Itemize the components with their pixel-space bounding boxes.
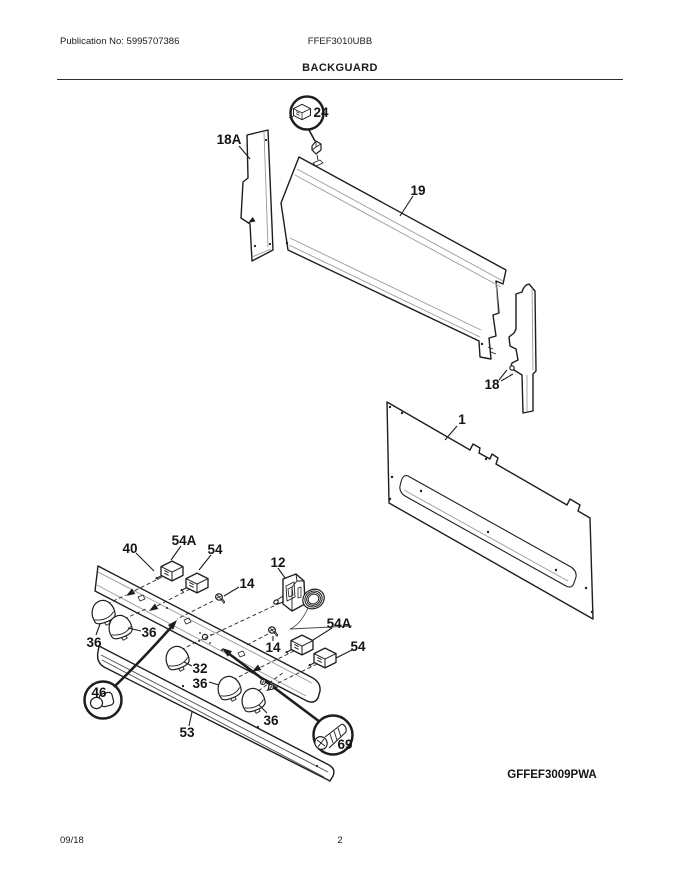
- part-label-18a: 18A: [217, 132, 242, 147]
- model-number: FFEF3010UBB: [307, 36, 373, 47]
- part-36-knob-c: [213, 672, 246, 706]
- timer-capillary-tube: [289, 607, 353, 630]
- part-label-19: 19: [410, 183, 425, 198]
- part-label-32: 32: [192, 661, 207, 676]
- part-12-timer: [273, 573, 353, 630]
- part-label-24: 24: [313, 105, 329, 120]
- part-label-46: 46: [91, 685, 107, 700]
- part-label-54-top: 54: [207, 542, 223, 557]
- part-19-main-panel: [280, 156, 507, 360]
- part-18-mount-screw: [509, 365, 515, 371]
- part-label-53: 53: [179, 725, 195, 740]
- part-label-36-a: 36: [86, 635, 102, 650]
- diagram-code: GFFEF3009PWA: [507, 769, 596, 781]
- part-14-screw-mid: [267, 625, 280, 638]
- part-18a-left-bracket: [240, 129, 274, 262]
- publication-number: Publication No: 5995707386: [60, 36, 180, 47]
- part-label-1: 1: [458, 412, 466, 427]
- part-label-14-top: 14: [239, 576, 255, 591]
- part-53-trim-panel: [96, 645, 335, 782]
- part-label-12: 12: [270, 555, 285, 570]
- part-label-54a-top: 54A: [172, 533, 197, 548]
- part-46-spacer-drawing: [89, 691, 115, 710]
- part-label-40: 40: [122, 541, 137, 556]
- part-54-switch-top: [179, 572, 209, 594]
- part-label-14-mid: 14: [265, 640, 281, 655]
- part-1-rear-panel: [386, 401, 594, 620]
- part-18-right-bracket: [508, 283, 537, 414]
- part-label-18: 18: [484, 377, 500, 392]
- part-label-36-c: 36: [192, 676, 208, 691]
- part-label-69: 69: [337, 737, 352, 752]
- callout-46: [83, 680, 123, 720]
- part-40-control-panel: [94, 565, 321, 703]
- part-54a-switch-right: [284, 634, 314, 656]
- header-rule: [57, 79, 623, 80]
- callout-24: [288, 95, 325, 161]
- part-24-clip: [311, 140, 322, 161]
- part-label-36-d: 36: [263, 713, 279, 728]
- footer-date: 09/18: [60, 835, 84, 846]
- page-title: BACKGUARD: [302, 62, 378, 74]
- part-label-54a-right: 54A: [327, 616, 352, 631]
- part-label-54-right: 54: [350, 639, 366, 654]
- callout-69: [312, 714, 354, 756]
- part-14-screw-top: [214, 592, 227, 605]
- part-54-switch-right: [307, 647, 337, 669]
- part-69-screw-drawing: [314, 723, 347, 750]
- part-label-36-b: 36: [141, 625, 157, 640]
- leader-46: [113, 623, 175, 688]
- label-leader-lines: [95, 145, 514, 727]
- assembly-dashed-lines: [106, 576, 318, 696]
- footer-page-number: 2: [337, 835, 343, 846]
- part-32-knob: [161, 642, 194, 676]
